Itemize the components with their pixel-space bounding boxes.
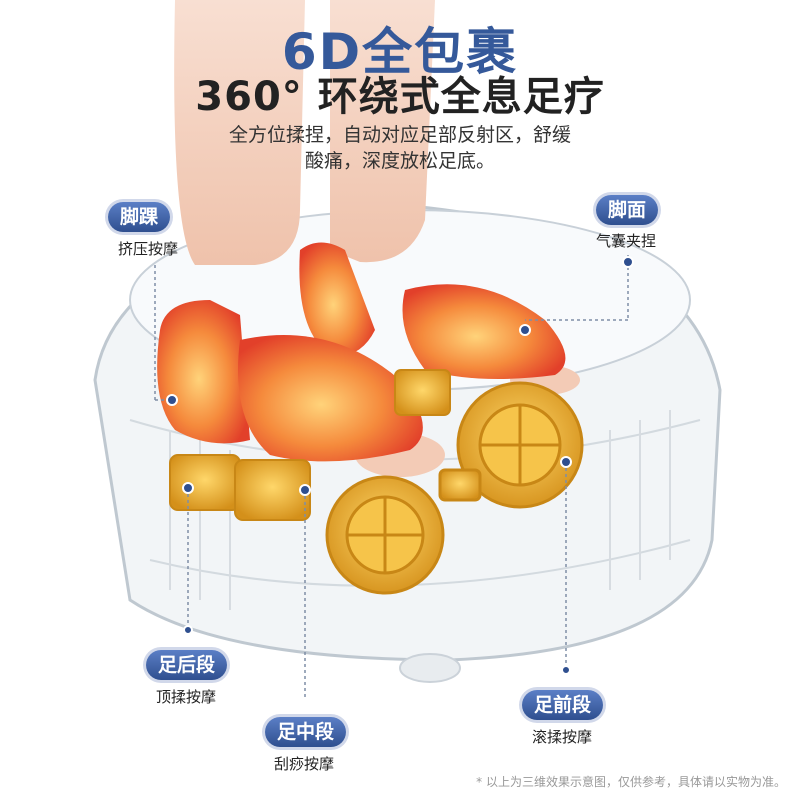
callout-ankle-desc: 挤压按摩 [118,240,179,258]
description-line-2: 酸痛，深度放松足底。 [304,150,495,172]
front-rollers [325,381,584,595]
disclaimer-footnote: * 以上为三维效果示意图，仅供参考，具体请以实物为准。 [476,775,786,789]
headline-title: 6D全包裹 [281,23,519,81]
callout-lines [154,255,629,700]
callout-heel-badge: 足后段 [146,650,228,680]
callout-front-badge: 足前段 [522,690,604,720]
callout-mid-badge: 足中段 [265,717,347,747]
callout-dots [166,256,634,675]
callout-heel-desc: 顶揉按摩 [156,688,217,706]
description-line-1: 全方位揉捏，自动对应足部反射区，舒缓 [228,124,571,146]
callout-ankle-badge: 脚踝 [108,202,171,232]
callout-mid-desc: 刮痧按摩 [274,755,335,773]
callout-instep-desc: 气囊夹捏 [596,232,657,250]
airbags [157,242,566,462]
callout-front-desc: 滚揉按摩 [532,728,593,746]
headline-subtitle: 360° 环绕式全息足疗 [195,74,605,120]
callout-instep-badge: 脚面 [596,195,659,225]
